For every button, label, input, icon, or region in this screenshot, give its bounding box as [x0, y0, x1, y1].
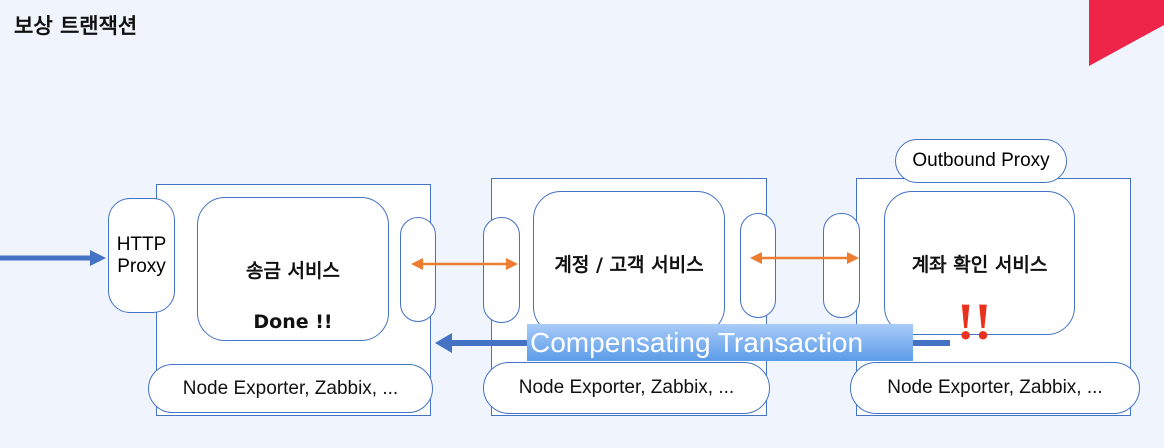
brand-corner-shape: [1089, 0, 1164, 66]
incoming-arrow: [0, 250, 106, 266]
sidecar-proxy: [400, 217, 436, 322]
sidecar-proxy: [823, 213, 860, 318]
page-title: 보상 트랜잭션: [14, 14, 138, 38]
outbound-proxy: Outbound Proxy: [895, 139, 1067, 183]
service-verify: 계좌 확인 서비스: [884, 191, 1075, 335]
sidecar-proxy: [483, 217, 520, 323]
compensating-transaction-label: Compensating Transaction: [527, 324, 913, 361]
service-account: 계정 / 고객 서비스: [533, 191, 725, 335]
service-name: 계정 / 고객 서비스: [554, 253, 704, 276]
sidecar-proxy: [740, 213, 776, 318]
monitoring-pill: Node Exporter, Zabbix, ...: [148, 364, 433, 413]
monitoring-pill: Node Exporter, Zabbix, ...: [850, 362, 1140, 414]
service-transfer: 송금 서비스 Done !!: [197, 197, 389, 341]
monitoring-pill: Node Exporter, Zabbix, ...: [483, 362, 770, 414]
orange-bidirectional-arrow: [411, 258, 518, 270]
orange-bidirectional-arrow: [750, 252, 859, 264]
service-name: 계좌 확인 서비스: [911, 253, 1048, 276]
alert-marker: !!: [957, 294, 992, 351]
service-name: 송금 서비스: [245, 259, 340, 282]
service-status: Done !!: [253, 311, 333, 333]
http-proxy: HTTP Proxy: [108, 198, 175, 313]
